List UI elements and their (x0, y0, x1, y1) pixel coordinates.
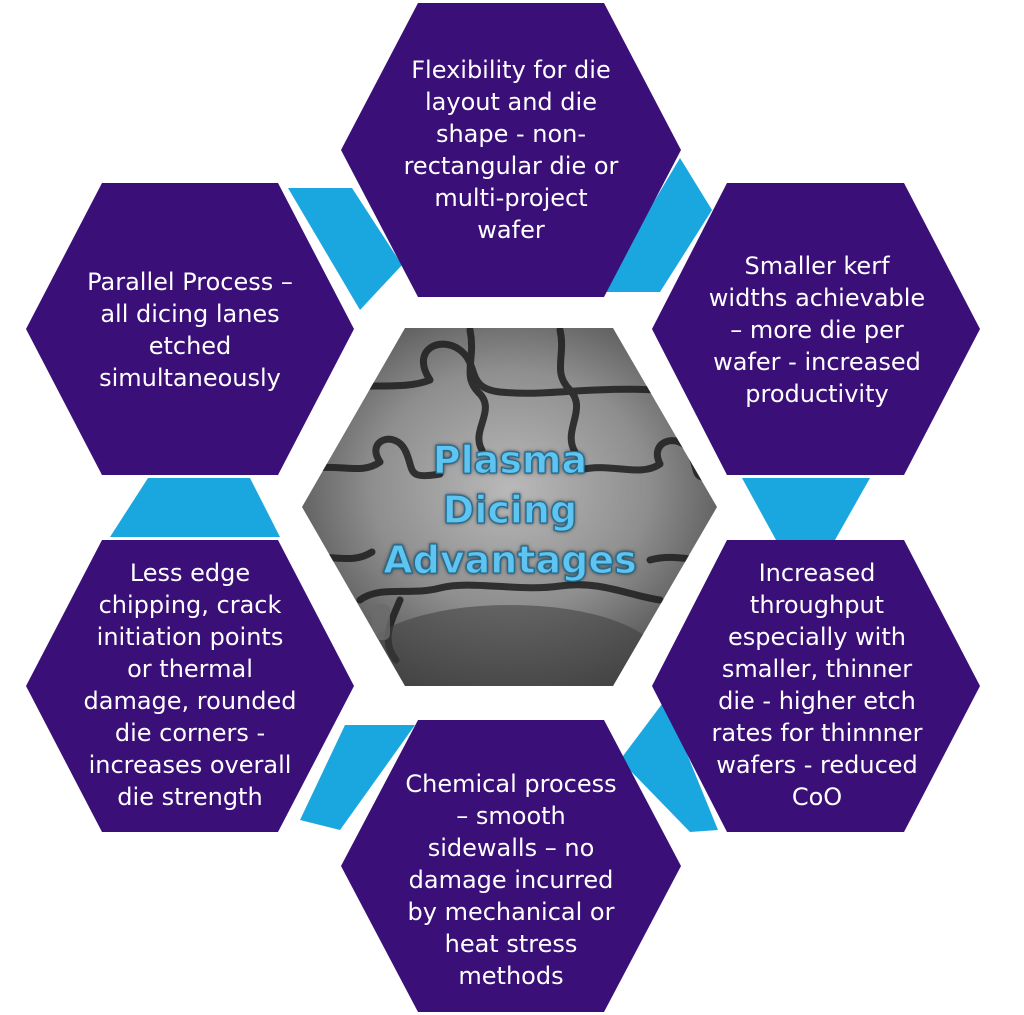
center-title: Plasma Dicing Advantages (383, 437, 638, 582)
advantage-upper-left-text: Parallel Process – all dicing lanes etch… (87, 268, 293, 392)
connector-right (742, 478, 870, 540)
hexagon-bottom (341, 720, 681, 1012)
connector-top-right (600, 158, 712, 292)
advantage-bottom-text: Chemical process – smooth sidewalls – no… (405, 770, 617, 990)
hexagons (26, 3, 980, 1012)
connector-bottom-right (620, 700, 718, 832)
advantage-upper-right-text: Smaller kerf widths achievable – more di… (708, 252, 926, 408)
advantage-top-text: Flexibility for die layout and die shape… (403, 56, 619, 244)
hexagon-lower-left (26, 540, 354, 832)
advantage-lower-left-text: Less edge chipping, crack initiation poi… (83, 559, 297, 811)
connector-bottom-left (300, 725, 415, 830)
hexagon-upper-left (26, 183, 354, 475)
connector-top-left (288, 188, 402, 310)
hexagon-top (341, 3, 681, 297)
advantage-lower-right-text: Increased throughput especially with sma… (711, 559, 923, 811)
hexagon-upper-right (652, 183, 980, 475)
connector-left (110, 478, 280, 537)
connectors (110, 158, 870, 832)
hexagon-lower-right (652, 540, 980, 832)
